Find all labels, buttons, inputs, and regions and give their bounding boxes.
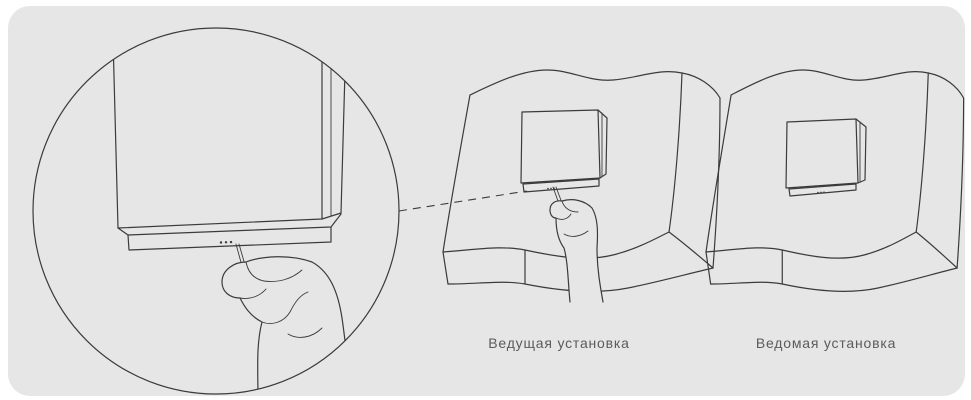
slave-unit-caption: Ведомая установка bbox=[756, 335, 896, 351]
master-unit-caption: Ведущая установка bbox=[488, 335, 629, 351]
master-reset-hole-dot bbox=[547, 188, 549, 190]
slave-reset-hole-dot bbox=[820, 192, 822, 194]
master-reset-hole-dot bbox=[550, 188, 552, 190]
slave-reset-hole-dot bbox=[817, 192, 819, 194]
zoomed-reset-hole-dot bbox=[225, 241, 227, 243]
zoomed-reset-hole-dot bbox=[230, 241, 232, 243]
slave-reset-hole-dot bbox=[823, 191, 825, 193]
zoomed-reset-hole-dot bbox=[220, 241, 222, 243]
